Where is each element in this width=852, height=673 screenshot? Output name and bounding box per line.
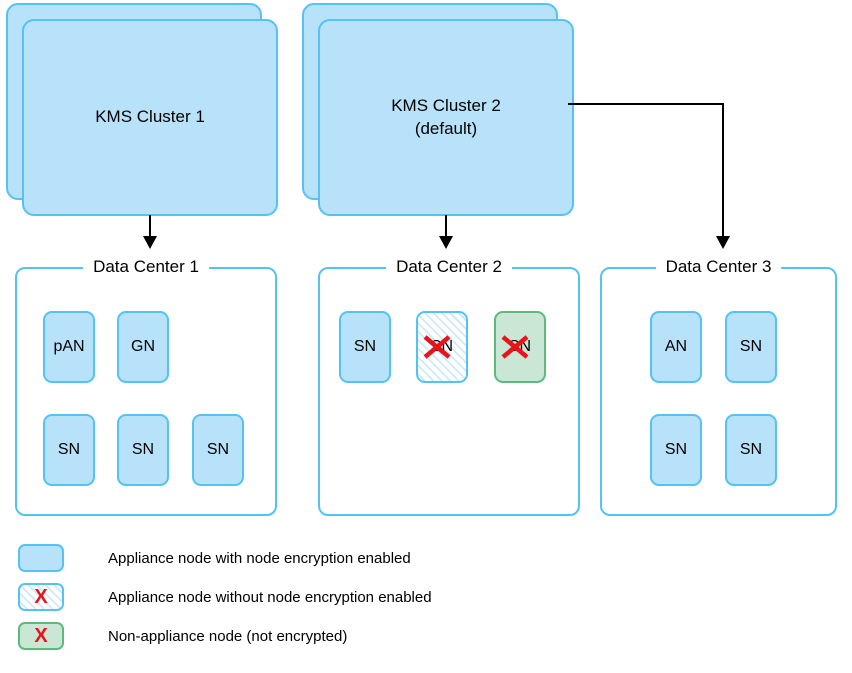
kms-cluster-1-label: KMS Cluster 1 [95,107,205,127]
data-center-1-title: Data Center 1 [83,257,209,277]
node-label: pAN [53,338,85,355]
node-sn[interactable]: SN [650,414,702,486]
arrow-kms1-to-dc1-line [149,215,151,237]
red-x-icon: X [34,586,48,608]
legend-item-encrypted: Appliance node with node encryption enab… [18,544,411,572]
node-an[interactable]: AN [650,311,702,383]
node-sn-unencrypted[interactable]: SN [416,311,468,383]
node-label: SN [430,338,454,355]
node-label: SN [57,441,81,458]
node-sn[interactable]: SN [43,414,95,486]
node-sn[interactable]: SN [339,311,391,383]
legend-swatch-unencrypted: X [18,583,64,611]
node-label: SN [353,338,377,355]
legend-swatch-encrypted [18,544,64,572]
legend-label: Appliance node without node encryption e… [108,588,432,606]
data-center-1[interactable]: Data Center 1 pAN GN SN SN SN [15,257,277,516]
node-label: GN [131,338,155,355]
node-sn[interactable]: SN [725,311,777,383]
red-x-icon: X [34,625,48,647]
data-center-2-title: Data Center 2 [386,257,512,277]
node-label: SN [206,441,230,458]
node-label: SN [739,338,763,355]
node-sn[interactable]: SN [192,414,244,486]
kms-cluster-1-card-front[interactable]: KMS Cluster 1 [22,19,278,216]
node-sn[interactable]: SN [117,414,169,486]
legend-label: Appliance node with node encryption enab… [108,549,411,567]
arrow-kms2-to-dc2-line [445,215,447,237]
arrow-kms2-to-dc3-head [716,236,730,249]
arrow-kms2-to-dc2-head [439,236,453,249]
legend-item-unencrypted: X Appliance node without node encryption… [18,583,432,611]
node-sn-nonappliance[interactable]: SN [494,311,546,383]
node-gn[interactable]: GN [117,311,169,383]
data-center-3[interactable]: Data Center 3 AN SN SN SN [600,257,837,516]
node-sn[interactable]: SN [725,414,777,486]
legend-label: Non-appliance node (not encrypted) [108,627,348,645]
kms-cluster-2-card-front[interactable]: KMS Cluster 2 (default) [318,19,574,216]
node-pan[interactable]: pAN [43,311,95,383]
legend-swatch-nonappliance: X [18,622,64,650]
node-label: SN [664,441,688,458]
data-center-2[interactable]: Data Center 2 SN SN SN [318,257,580,516]
legend-item-nonappliance: X Non-appliance node (not encrypted) [18,622,347,650]
kms-cluster-2[interactable]: KMS Cluster 2 (default) [302,3,574,216]
node-label: SN [508,338,532,355]
data-center-3-title: Data Center 3 [655,257,782,277]
node-label: AN [664,338,688,355]
kms-cluster-1[interactable]: KMS Cluster 1 [6,3,278,216]
kms-cluster-2-label: KMS Cluster 2 (default) [391,95,501,138]
node-label: SN [131,441,155,458]
arrow-kms1-to-dc1-head [143,236,157,249]
node-label: SN [739,441,763,458]
arrow-kms2-to-dc3-v-segment [722,103,724,237]
arrow-kms2-to-dc3-h-segment [568,103,724,105]
